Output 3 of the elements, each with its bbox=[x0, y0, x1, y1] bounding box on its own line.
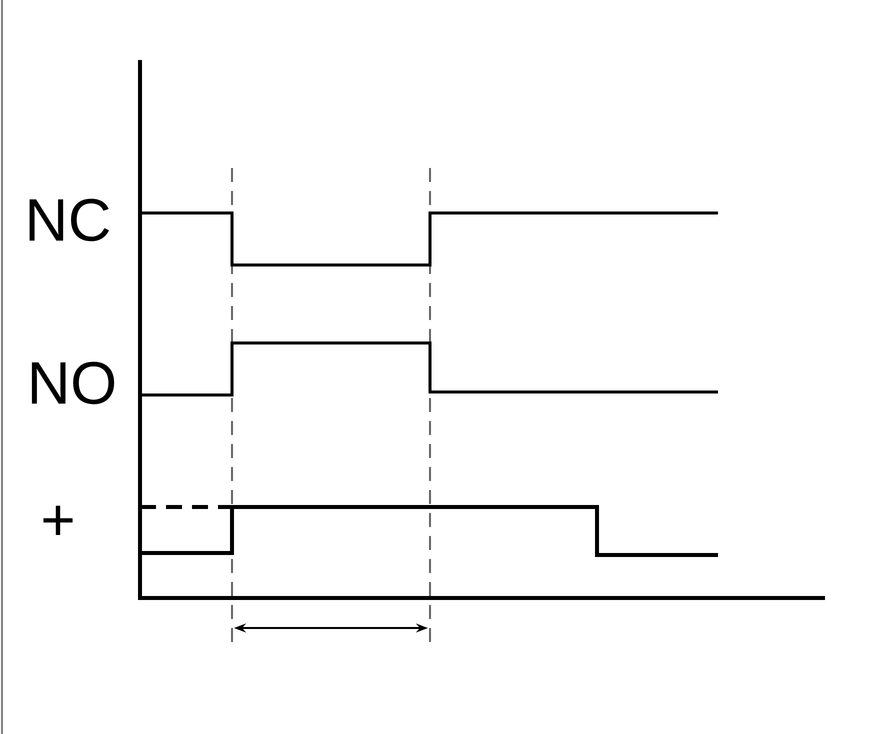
signal-label: NC bbox=[30, 198, 110, 242]
signal-label: NO bbox=[32, 362, 114, 404]
signal-label: + bbox=[43, 506, 73, 536]
